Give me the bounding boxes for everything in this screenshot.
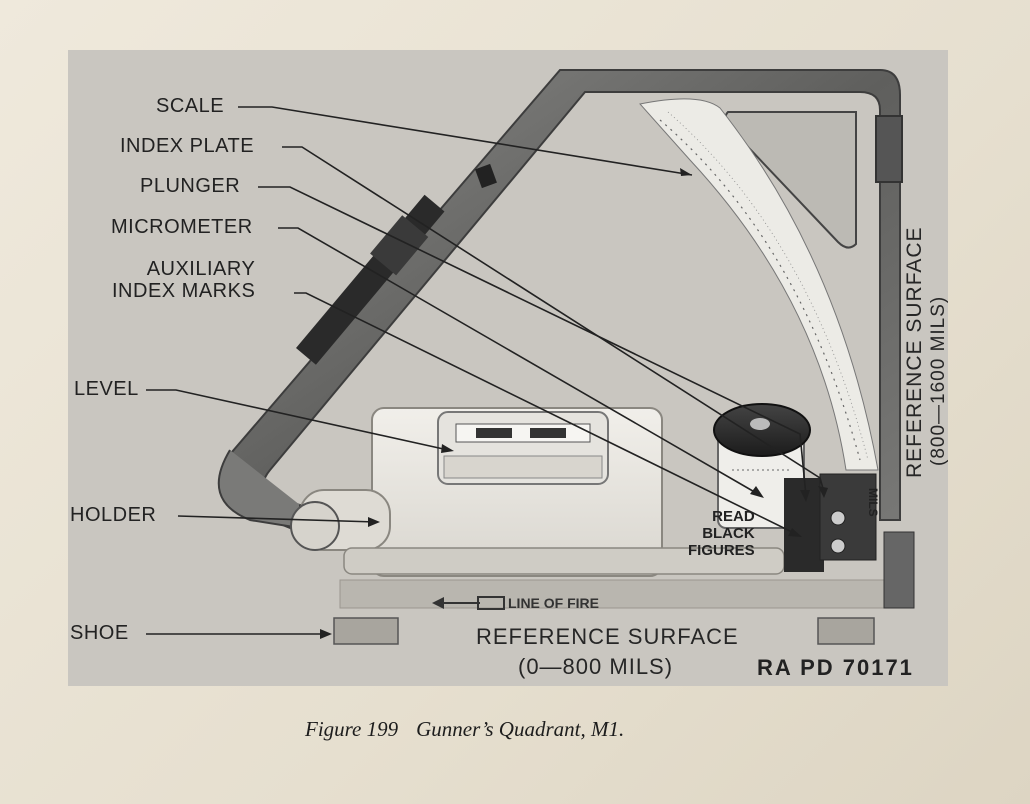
line-of-fire-arrow xyxy=(432,596,505,610)
caption-number: Figure 199 xyxy=(305,717,399,741)
callout-level: LEVEL xyxy=(74,378,139,400)
leader-level xyxy=(146,389,449,451)
leader-holder xyxy=(177,515,377,523)
callout-holder: HOLDER xyxy=(70,504,157,526)
shoe-pads xyxy=(333,617,875,645)
scale-arc xyxy=(639,98,879,471)
reference-surface-bottom-range: (0—800 MILS) xyxy=(518,654,674,679)
line-of-fire-label: LINE OF FIRE xyxy=(508,595,599,611)
quadrant-frame xyxy=(217,69,903,530)
leader-index-plate xyxy=(282,146,825,493)
reference-surface-right-range: (800—1600 MILS) xyxy=(928,295,949,466)
leader-lines xyxy=(146,106,828,639)
callout-scale: SCALE xyxy=(156,95,225,117)
callout-plunger: PLUNGER xyxy=(140,175,241,197)
plate-id: RA PD 70171 xyxy=(757,655,914,680)
reference-surface-right: REFERENCE SURFACE xyxy=(903,226,926,478)
leader-micrometer xyxy=(278,227,759,495)
figure-caption: Figure 199 Gunner’s Quadrant, M1. xyxy=(305,717,624,742)
leader-plunger xyxy=(258,186,807,497)
leader-auxiliary-index-marks xyxy=(294,292,797,535)
callout-micrometer: MICROMETER xyxy=(111,216,253,238)
caption-title: Gunner’s Quadrant, M1. xyxy=(416,717,625,741)
mils-tag: MILS xyxy=(866,488,880,517)
callout-auxiliary-index-marks: AUXILIARY INDEX MARKS xyxy=(112,258,256,302)
leader-scale xyxy=(238,106,693,176)
level-vial xyxy=(437,411,609,485)
callout-shoe: SHOE xyxy=(70,622,129,644)
reference-surface-bottom: REFERENCE SURFACE xyxy=(476,624,739,649)
read-black-figures-label: READ BLACK FIGURES xyxy=(688,508,755,559)
callout-index-plate: INDEX PLATE xyxy=(120,135,255,157)
